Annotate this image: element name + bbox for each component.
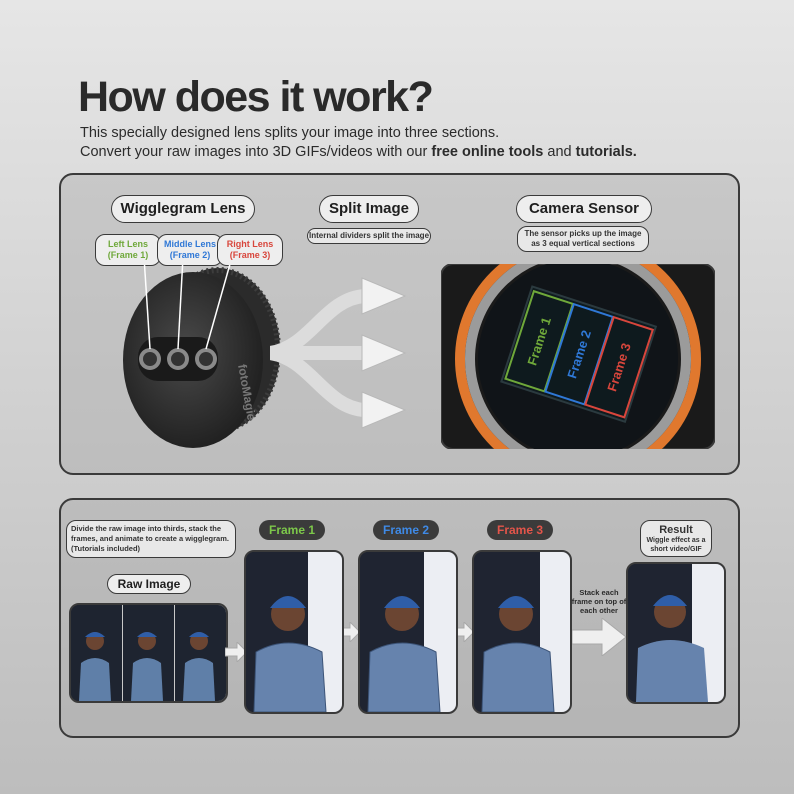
camera-sensor-note: The sensor picks up the image as 3 equal… [517,226,649,252]
result-person [628,564,724,702]
middle-lens-name: Middle Lens [164,239,217,249]
frame-3-person [474,552,570,712]
camera-sensor-illustration: Frame 1 Frame 2 Frame 3 [441,264,715,449]
frame-2-label: Frame 2 [373,520,439,540]
frame-3-photo [472,550,572,714]
raw-image-thirds [71,605,226,701]
camera-sensor-label: Camera Sensor [516,195,652,223]
wigglegram-lens-illustration: fotoMagie [123,265,281,448]
frame-1-person [246,552,342,712]
stack-note: Stack each frame on top of each other [571,588,627,615]
sensor-note-line-2: as 3 equal vertical sections [531,239,635,248]
arrow-up-icon [361,277,407,315]
left-lens-name: Left Lens [107,239,148,249]
split-image-note: Internal dividers split the image [307,228,431,244]
sensor-frame-3 [584,315,655,419]
left-lens-frame: (Frame 1) [107,250,149,260]
result-box: Result Wiggle effect as a short video/GI… [640,520,712,557]
subtitle-and: and [543,144,576,160]
middle-lens-frame: (Frame 2) [169,250,211,260]
middle-lens-pointer [177,265,184,350]
tutorials-link[interactable]: tutorials. [575,144,637,160]
raw-third-1 [71,605,122,701]
page-title: How does it work? [78,73,434,121]
result-photo [626,562,726,704]
raw-image-photo [69,603,228,703]
frame-2-person [360,552,456,712]
frame-1-label: Frame 1 [259,520,325,540]
raw-third-3 [175,605,226,701]
wigglegram-lens-label: Wigglegram Lens [111,195,255,223]
sensor-frame-2 [544,302,615,406]
right-lens-name: Right Lens [226,239,274,249]
arrow-right-large-icon [572,618,626,656]
frame-2-photo [358,550,458,714]
arrow-right-icon [225,642,247,662]
result-note: Wiggle effect as a short video/GIF [646,537,706,553]
result-title: Result [659,524,693,536]
right-lens-pointer [205,265,231,350]
raw-image-label: Raw Image [107,574,191,594]
right-lens-label: Right Lens (Frame 3) [217,234,283,266]
sensor-note-line-1: The sensor picks up the image [524,229,642,238]
right-lens-frame: (Frame 3) [229,250,271,260]
instructions-note: Divide the raw image into thirds, stack … [66,520,236,558]
subtitle-line-2: Convert your raw images into 3D GIFs/vid… [80,143,637,161]
left-lens-pointer [143,265,151,350]
subtitle-line-1: This specially designed lens splits your… [80,125,500,141]
frame-1-photo [244,550,344,714]
middle-lens-label: Middle Lens (Frame 2) [157,234,223,266]
split-image-label: Split Image [319,195,419,223]
raw-third-2 [123,605,174,701]
free-tools-link[interactable]: free online tools [431,144,544,160]
split-arrows [270,277,407,429]
subtitle-text: Convert your raw images into 3D GIFs/vid… [80,144,432,160]
arrow-down-icon [361,391,407,429]
left-lens-label: Left Lens (Frame 1) [95,234,161,266]
frame-3-label: Frame 3 [487,520,553,540]
arrow-middle-icon [361,334,407,372]
